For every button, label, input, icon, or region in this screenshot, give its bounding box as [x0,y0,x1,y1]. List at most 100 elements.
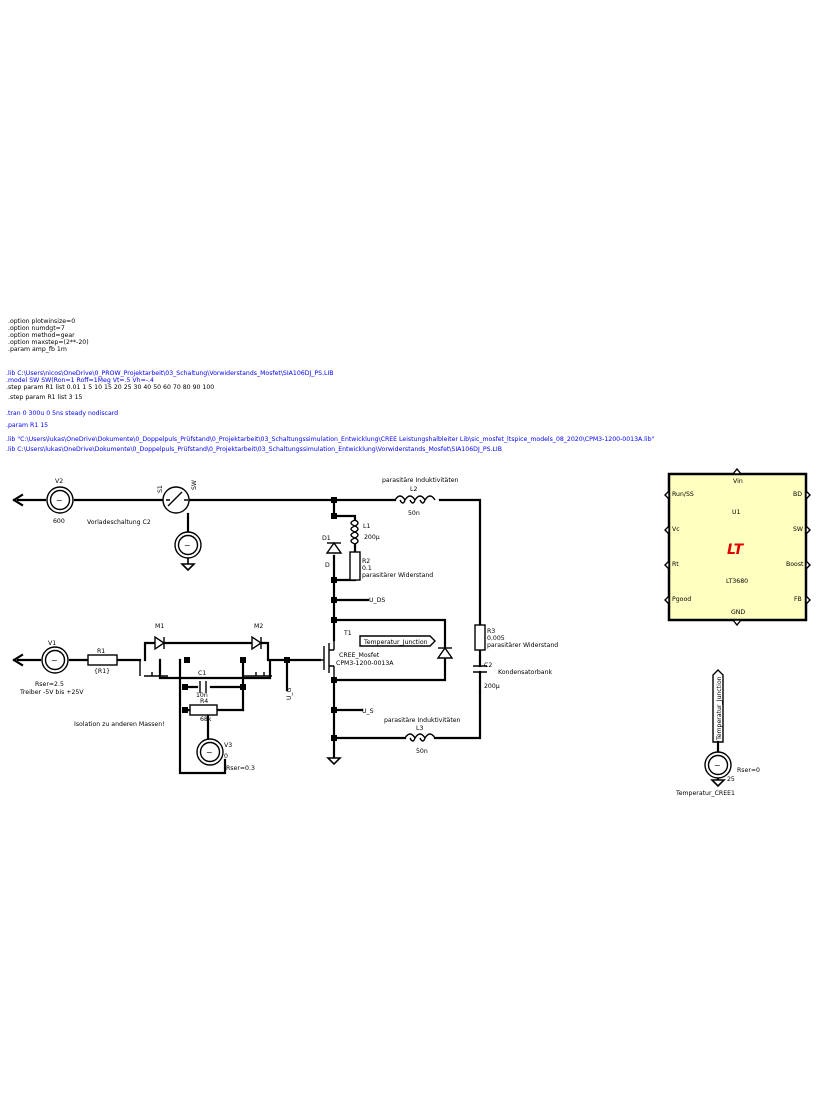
ground-s1 [180,558,196,572]
capacitor-c1[interactable]: C1 10n [196,670,208,699]
u1-pin-run-ss: Run/SS [672,491,694,498]
c1-value: 10n [196,692,208,699]
junctions [182,497,337,741]
directive-option-method[interactable]: .option method=gear [8,332,75,339]
v2-value: 600 [53,518,65,525]
lt-logo-icon: LT [727,542,745,558]
capacitor-c2[interactable]: C2 Kondensatorbank 200µ [473,662,553,694]
mosfet-m2[interactable]: M2 [244,623,272,677]
directive-model-sw[interactable]: .model SW SW(Ron=1 Roff=1Meg Vt=.5 Vh=-.… [6,377,154,384]
r3-name: R3 [487,628,495,635]
r2-name: R2 [362,558,370,565]
u1-pin-pgood: Pgood [672,596,691,603]
l2-name: L2 [410,486,417,493]
directive-step-r1-short[interactable]: .step param R1 list 3 15 [8,394,82,401]
source-temperatur-cree1[interactable]: ~ Rser=0 25 Temperatur_CREE1 [675,751,760,797]
switch-s1[interactable]: S1 SW Vorladeschaltung C2 ~ [87,480,202,559]
t1-name: T1 [343,630,352,637]
s1-model: SW [191,480,198,490]
inductor-l1[interactable]: L1 200µ [350,519,380,545]
junction-uds [331,597,337,603]
l3-value: 50n [416,748,428,755]
u1-pin-rt: Rt [672,561,679,568]
mosfet-model: CPM3-1200-0013A [336,660,394,667]
r2-note: parasitärer Widerstand [362,572,433,579]
directive-param-r1[interactable]: .param R1 15 [6,422,48,429]
ic-u1-lt3680[interactable]: Vin GND Run/SS Vc Rt Pgood BD SW Boost F… [664,467,811,627]
inductor-l2[interactable]: parasitäre Induktivitäten L2 50n [382,477,459,517]
u1-pin-sw: SW [793,526,803,533]
junction-top-rail [331,497,337,503]
u1-part: LT3680 [726,578,748,585]
port-temperatur-junction-t1[interactable]: Temperatur_Junction [359,635,436,647]
r3-note: parasitärer Widerstand [487,642,558,649]
diode-freewheel[interactable] [436,646,454,659]
isolation-note: Isolation zu anderen Massen! [74,721,165,728]
diode-d1[interactable]: D1 D [322,535,343,569]
directive-option-plotwinsize[interactable]: .option plotwinsize=0 [8,318,75,325]
u1-pin-vc: Vc [672,526,680,533]
resistor-r1[interactable]: R1 {R1} [87,648,118,675]
port-arrow-v2 [12,493,24,507]
d1-model: D [325,562,330,569]
junction-gate-a [184,657,190,663]
resistor-r4[interactable]: R4 68k [189,698,218,723]
u1-pin-vin: Vin [733,478,743,485]
r2-value: 0.1 [362,565,372,572]
l1-value: 200µ [364,534,380,541]
r1-name: R1 [97,648,105,655]
c1-name: C1 [198,670,206,677]
ground-main [326,757,342,766]
temp-port: Temperatur_Junction [716,676,723,741]
directive-tran[interactable]: .tran 0 300u 0 5ns steady nodiscard [6,410,118,417]
inductor-l3[interactable]: parasitäre Induktivitäten L3 50n [384,717,461,755]
junction-gate-b [240,657,246,663]
v3-rser: Rser=0.3 [226,765,255,772]
t1-port: Temperatur_Junction [363,639,428,646]
m1-name: M1 [155,623,164,630]
l1-name: L1 [363,523,370,530]
mosfet-cree[interactable]: T1 CREE_Mosfet CPM3-1200-0013A [320,630,394,680]
directive-step-r1-list[interactable]: .step param R1 list 0.01 1 5 10 15 20 25… [6,384,214,391]
source-v1[interactable]: ~ V1 Rser=2.5 Treiber -5V bis +25V [19,640,84,696]
junction-c1-right [240,684,246,690]
directive-option-maxstep[interactable]: .option maxstep=(2**-20) [8,339,89,346]
l2-value: 50n [408,510,420,517]
source-v3[interactable]: ~ V3 0 Rser=0.3 [196,738,255,772]
port-arrow-v1 [12,653,24,667]
v1-rser: Rser=2.5 [35,681,64,688]
directive-lib-sia106[interactable]: .lib C:\Users\nicos\OneDrive\0_PROW_Proj… [6,370,334,377]
r3-value: 0.005 [487,635,505,642]
c2-name: C2 [484,662,492,669]
resistor-r2[interactable]: R2 0.1 parasitärer Widerstand [349,551,433,581]
ground-temp [710,779,726,788]
m2-name: M2 [254,623,263,630]
junction-ground [331,735,337,741]
port-temperatur-junction-source[interactable]: Temperatur_Junction [712,669,724,743]
directive-lib-cree[interactable]: .lib "C:\Users\lukas\OneDrive\Dokumente\… [6,436,655,443]
resistor-r3[interactable]: R3 0.005 parasitärer Widerstand [474,624,558,651]
source-v2[interactable]: ~ V2 600 [46,478,74,525]
svg-text:~: ~ [56,496,63,505]
v1-note: Treiber -5V bis +25V [19,689,84,696]
label-ug: U_G [286,687,293,700]
mosfet-name: CREE_Mosfet [339,652,380,659]
wires [16,498,720,782]
u1-pin-gnd: GND [731,609,745,616]
junction-l1-top [331,513,337,519]
directive-lib-sia106-lukas[interactable]: .lib C:\Users\lukas\OneDrive\Dokumente\0… [6,446,502,453]
u1-pin-boost: Boost [786,561,804,568]
u1-pin-bd: BD [793,491,802,498]
spice-directives: .option plotwinsize=0 .option numdgt=7 .… [6,318,655,453]
c2-value: 200µ [484,683,500,690]
mosfet-m1[interactable]: M1 [139,623,168,677]
r1-value: {R1} [94,668,110,675]
v2-name: V2 [55,478,63,485]
r4-value: 68k [200,716,212,723]
junction-us [331,707,337,713]
l3-note: parasitäre Induktivitäten [384,717,461,724]
directive-param-amp-fb[interactable]: .param amp_fb 1m [8,346,67,353]
directive-option-numdgt[interactable]: .option numdgt=7 [8,325,65,332]
s1-name: S1 [157,485,164,493]
v3-name: V3 [224,742,232,749]
